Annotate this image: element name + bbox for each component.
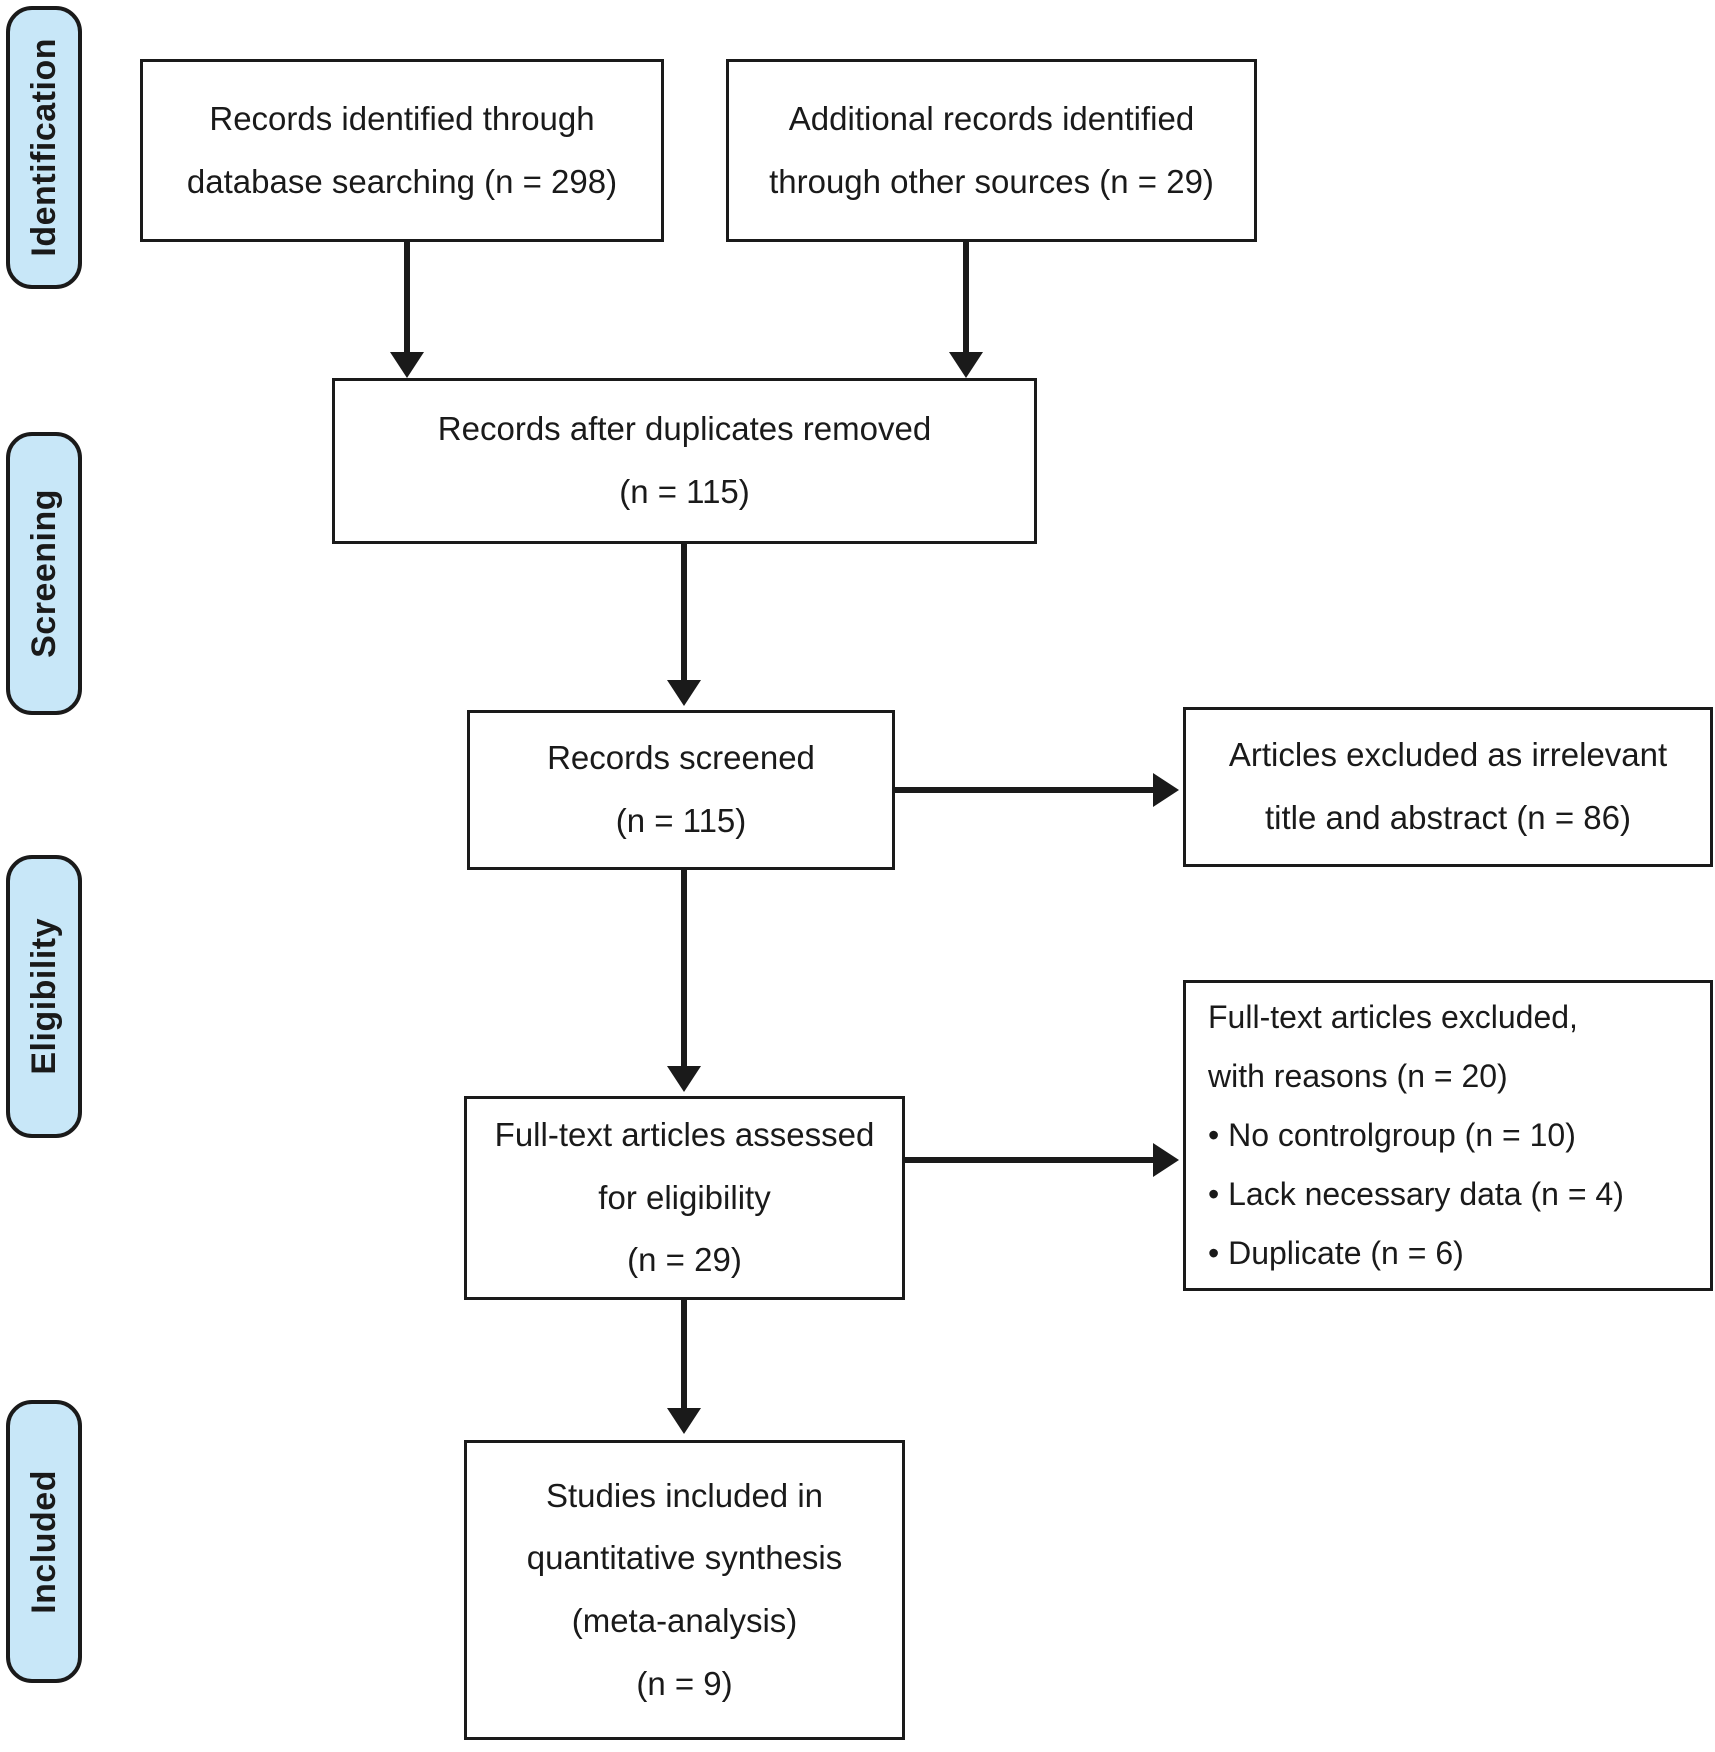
arrowhead-screened-to-fulltext — [667, 1066, 701, 1092]
connector-fulltext-to-excluded-reasons — [905, 1157, 1155, 1163]
box-studies-included-line3: (meta-analysis) — [571, 1602, 798, 1639]
connector-database-to-duplicates — [404, 242, 410, 356]
box-additional-records-other-sources-line2: through other sources (n = 29) — [769, 162, 1214, 200]
box-records-after-duplicates-removed: Records after duplicates removed (n = 11… — [332, 378, 1037, 544]
box-records-after-duplicates-removed-line1: Records after duplicates removed — [437, 410, 932, 448]
box-fulltext-articles-assessed-line2: for eligibility — [598, 1178, 771, 1216]
box-studies-included-line4: (n = 9) — [636, 1664, 733, 1702]
box-fulltext-excluded-reason-1: • No controlgroup (n = 10) — [1208, 1116, 1576, 1153]
stage-label-included-text: Included — [25, 1469, 63, 1614]
connector-duplicates-to-screened — [681, 544, 687, 684]
arrowhead-duplicates-to-screened — [667, 680, 701, 706]
connector-fulltext-to-included — [681, 1300, 687, 1412]
box-records-screened: Records screened (n = 115) — [467, 710, 895, 870]
box-articles-excluded-irrelevant: Articles excluded as irrelevant title an… — [1183, 707, 1713, 867]
stage-label-screening: Screening — [6, 432, 82, 715]
box-records-identified-database-line1: Records identified through — [209, 99, 595, 137]
box-records-screened-line2: (n = 115) — [615, 802, 747, 839]
box-studies-included-line2: quantitative synthesis — [526, 1539, 843, 1577]
box-additional-records-other-sources-line1: Additional records identified — [788, 99, 1195, 137]
box-fulltext-articles-excluded-reasons: Full-text articles excluded, with reason… — [1183, 980, 1713, 1291]
box-records-identified-database: Records identified through database sear… — [140, 59, 664, 242]
box-records-screened-line1: Records screened — [547, 739, 815, 777]
connector-screened-to-excluded — [895, 787, 1155, 793]
stage-label-eligibility-text: Eligibility — [25, 918, 63, 1075]
stage-label-identification-text: Identification — [25, 38, 63, 257]
stage-label-identification: Identification — [6, 6, 82, 289]
arrowhead-fulltext-to-excluded-reasons — [1153, 1143, 1179, 1177]
box-fulltext-excluded-line1: Full-text articles excluded, — [1208, 998, 1578, 1035]
box-fulltext-excluded-line2: with reasons (n = 20) — [1208, 1057, 1508, 1094]
arrowhead-other-sources-to-duplicates — [949, 352, 983, 378]
arrowhead-database-to-duplicates — [390, 352, 424, 378]
box-fulltext-excluded-reason-2: • Lack necessary data (n = 4) — [1208, 1176, 1624, 1213]
box-fulltext-articles-assessed: Full-text articles assessed for eligibil… — [464, 1096, 905, 1300]
box-articles-excluded-irrelevant-line2: title and abstract (n = 86) — [1265, 799, 1631, 836]
box-additional-records-other-sources: Additional records identified through ot… — [726, 59, 1257, 242]
arrowhead-screened-to-excluded — [1153, 773, 1179, 807]
connector-screened-to-fulltext — [681, 870, 687, 1070]
connector-other-sources-to-duplicates — [963, 242, 969, 356]
box-studies-included-line1: Studies included in — [545, 1476, 824, 1514]
box-articles-excluded-irrelevant-line1: Articles excluded as irrelevant — [1228, 736, 1668, 774]
stage-label-eligibility: Eligibility — [6, 855, 82, 1138]
box-records-after-duplicates-removed-line2: (n = 115) — [619, 473, 750, 510]
box-fulltext-articles-assessed-line1: Full-text articles assessed — [494, 1115, 875, 1153]
box-records-identified-database-line2: database searching (n = 298) — [186, 162, 618, 200]
stage-label-included: Included — [6, 1400, 82, 1683]
box-studies-included: Studies included in quantitative synthes… — [464, 1440, 905, 1740]
stage-label-screening-text: Screening — [25, 489, 63, 658]
box-fulltext-articles-assessed-line3: (n = 29) — [627, 1241, 742, 1279]
box-fulltext-excluded-reason-3: • Duplicate (n = 6) — [1208, 1235, 1464, 1272]
arrowhead-fulltext-to-included — [667, 1408, 701, 1434]
